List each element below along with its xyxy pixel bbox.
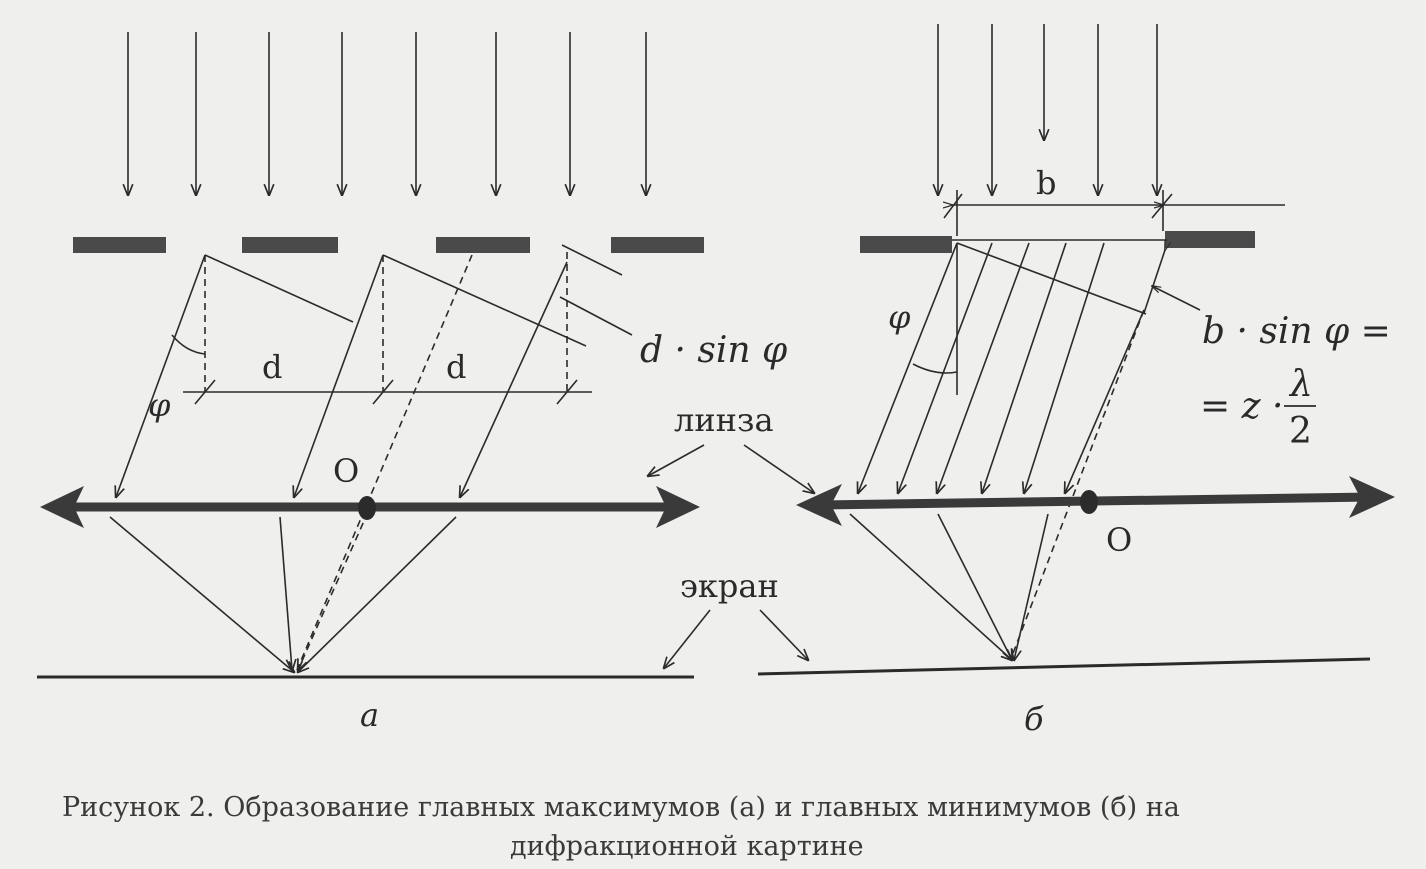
caption-line-1: Рисунок 2. Образование главных максимумо…: [62, 792, 1180, 823]
panel-a-incident-rays: [128, 32, 646, 195]
panel-a-O-label: O: [333, 452, 359, 490]
panel-a-d-label-1: d: [262, 348, 282, 386]
panel-b-phi-label: φ: [888, 298, 911, 336]
panel-b-incident-rays: [938, 24, 1157, 195]
shared-labels: линза экран: [648, 401, 814, 668]
panel-b-diffracted-rays: [849, 243, 1201, 660]
figure-caption: Рисунок 2. Образование главных максимумо…: [62, 792, 1180, 862]
panel-b-bsinphi-label: b · sin φ =: [1202, 311, 1391, 352]
panel-a-phi-label: φ: [148, 386, 171, 424]
panel-b-lens: [796, 476, 1395, 526]
panel-b-screen: [757, 657, 1371, 676]
panel-b-b-label: b: [1036, 164, 1056, 202]
panel-b-b-dimension: [944, 190, 1285, 236]
panel-a-dsinphi-label: d · sin φ: [640, 330, 788, 371]
panel-b-letter: б: [1024, 700, 1044, 738]
panel-b-slit: [860, 231, 1255, 253]
panel-b-lambda-label: λ: [1288, 364, 1313, 405]
panel-a-letter: а: [360, 696, 379, 734]
panel-a: d d φ d · sin φ O а: [37, 32, 788, 734]
panel-a-diffracted-rays: [109, 244, 633, 672]
screen-label: экран: [680, 567, 779, 605]
panel-b-two-label: 2: [1289, 411, 1312, 452]
panel-b: b φ b · sin φ = = z · λ 2 O б: [757, 24, 1395, 738]
lens-label: линза: [674, 401, 774, 439]
panel-a-lens: [40, 486, 700, 528]
caption-line-2: дифракционной картине: [510, 831, 864, 862]
panel-b-O-label: O: [1106, 521, 1132, 559]
panel-a-grating: [73, 237, 704, 253]
panel-a-d-label-2: d: [446, 348, 466, 386]
panel-b-eq-label: = z ·: [1200, 386, 1283, 427]
